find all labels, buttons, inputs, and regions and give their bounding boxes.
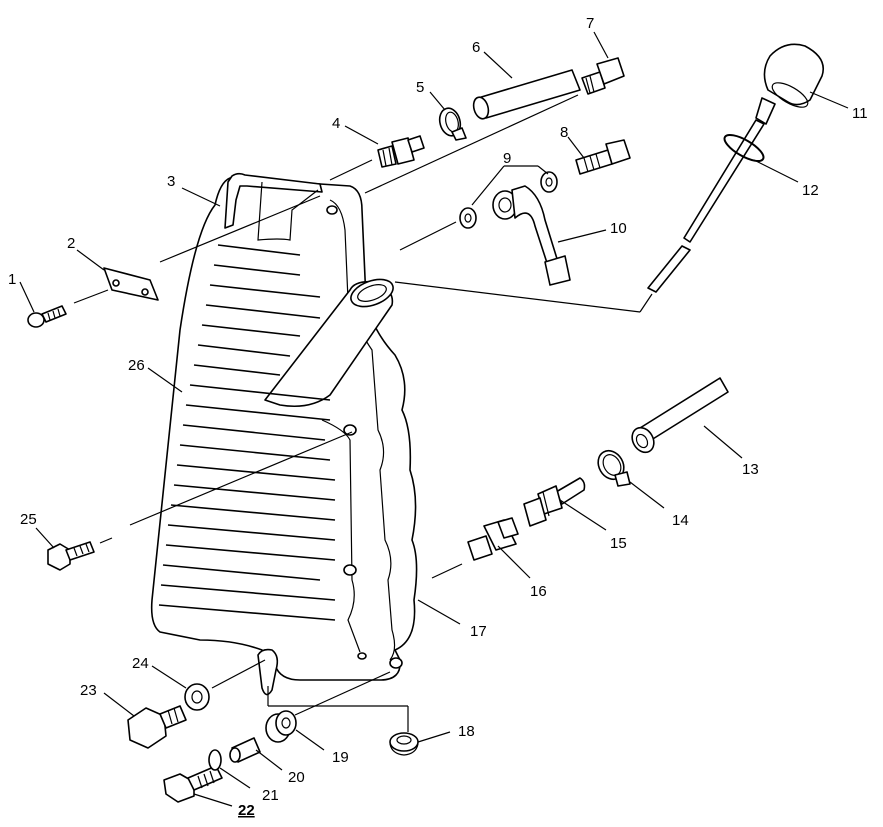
callout-26: 26 xyxy=(128,357,145,374)
callout-5: 5 xyxy=(416,79,424,96)
oil-tank xyxy=(150,172,418,696)
breather-hose-6 xyxy=(472,69,581,120)
grommet-19 xyxy=(265,710,297,743)
callout-13: 13 xyxy=(742,461,759,478)
callout-6: 6 xyxy=(472,39,480,56)
hose-clamp-5 xyxy=(438,107,467,141)
callout-22: 22 xyxy=(238,802,255,819)
callout-21: 21 xyxy=(262,787,279,804)
callout-1: 1 xyxy=(8,271,16,288)
washer-21 xyxy=(208,749,222,771)
vent-fitting-4 xyxy=(377,135,425,168)
callout-11: 11 xyxy=(852,105,868,122)
callout-24: 24 xyxy=(132,655,149,672)
assembly-lines xyxy=(73,94,653,732)
callout-8: 8 xyxy=(560,124,568,141)
bracket-2 xyxy=(103,267,159,301)
banjo-bolt-8 xyxy=(575,139,631,175)
callout-16: 16 xyxy=(530,583,547,600)
temperature-sender-16 xyxy=(467,517,519,561)
callout-19: 19 xyxy=(332,749,349,766)
oil-hose-13 xyxy=(631,377,729,454)
hose-clamp-14 xyxy=(597,449,631,487)
callout-7: 7 xyxy=(586,15,594,32)
spacer-20 xyxy=(229,737,261,763)
callout-25: 25 xyxy=(20,511,37,528)
dipstick-11 xyxy=(647,43,824,293)
bolt-25 xyxy=(47,541,95,571)
leader-lines xyxy=(19,31,849,807)
o-ring-12 xyxy=(723,134,765,162)
callout-9: 9 xyxy=(503,150,511,167)
callout-18: 18 xyxy=(458,723,475,740)
washers-9 xyxy=(459,171,558,229)
callout-20: 20 xyxy=(288,769,305,786)
bolt-22 xyxy=(163,765,223,803)
callout-4: 4 xyxy=(332,115,340,132)
tank-ribs xyxy=(158,244,336,621)
hose-fitting-7 xyxy=(581,57,625,95)
hose-fitting-15 xyxy=(523,477,586,527)
callout-15: 15 xyxy=(610,535,627,552)
washer-24 xyxy=(184,683,210,711)
callout-3: 3 xyxy=(167,173,175,190)
banjo-fitting-line-10 xyxy=(492,185,571,286)
screw-1 xyxy=(27,305,67,328)
callout-10: 10 xyxy=(610,220,627,237)
grommet-18 xyxy=(389,732,419,756)
callout-17: 17 xyxy=(470,623,487,640)
callout-labels: 1 2 3 4 5 6 7 8 9 10 11 12 13 14 15 16 1… xyxy=(8,15,868,819)
drain-bolt-23 xyxy=(127,705,187,749)
callout-2: 2 xyxy=(67,235,75,252)
callout-12: 12 xyxy=(802,182,819,199)
callout-23: 23 xyxy=(80,682,97,699)
callout-14: 14 xyxy=(672,512,689,529)
